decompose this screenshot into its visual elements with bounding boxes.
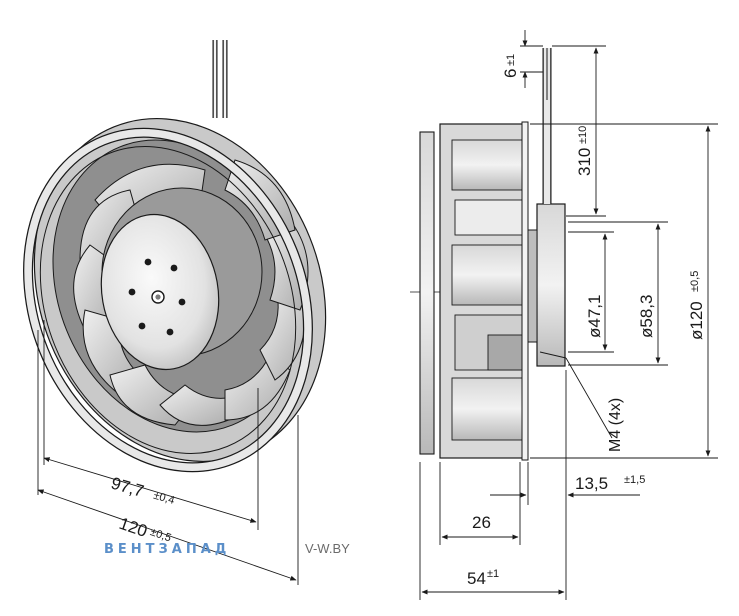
fan-cable bbox=[212, 40, 228, 118]
dim-mount-offset-value: 13,5 bbox=[575, 474, 608, 493]
watermark-brand: ВЕНТЗАПАД bbox=[104, 542, 230, 557]
dim-cable-strip-value: 6 bbox=[501, 69, 520, 78]
dim-cable-strip-tol: ±1 bbox=[505, 54, 517, 66]
dim-bolt-circle-2: ø58,3 bbox=[637, 295, 656, 338]
dim-hub-width: 26 bbox=[472, 513, 491, 532]
dim-side-diameter-tol: ±0,5 bbox=[689, 271, 701, 292]
dim-bolt-circle-1: ø47,1 bbox=[585, 295, 604, 338]
dim-side-diameter: ø120 ±0,5 bbox=[687, 271, 706, 340]
dim-cable-length: 310 ±10 bbox=[575, 126, 594, 176]
dim-inner-diameter-value: 97,7 bbox=[109, 474, 146, 501]
dim-cable-length-tol: ±10 bbox=[577, 126, 589, 144]
side-front-flange bbox=[419, 131, 435, 455]
dim-inner-diameter: 97,7 ±0,4 bbox=[109, 474, 176, 507]
dim-thread: M4 (4x) bbox=[607, 398, 624, 452]
dim-mount-offset: 13,5 ±1,5 bbox=[575, 474, 645, 493]
dim-bolt-circle-1-value: ø47,1 bbox=[585, 295, 604, 338]
dim-inner-diameter-tol: ±0,4 bbox=[152, 490, 176, 507]
fan-side-view bbox=[410, 48, 566, 461]
dim-bolt-circle-2-value: ø58,3 bbox=[637, 295, 656, 338]
dim-cable-length-value: 310 bbox=[575, 148, 594, 176]
fan-perspective-view bbox=[23, 40, 327, 473]
right-dimensions bbox=[419, 30, 718, 600]
dim-outer-diameter-value: 120 bbox=[117, 514, 150, 541]
dim-total-depth-value: 54 bbox=[467, 569, 486, 588]
dim-total-depth-tol: ±1 bbox=[487, 568, 499, 580]
dim-thread-value: M4 (4x) bbox=[607, 398, 624, 452]
dim-cable-strip: 6 ±1 bbox=[501, 54, 520, 78]
watermark-site: V-W.BY bbox=[305, 541, 350, 556]
hub-mount-holes bbox=[128, 258, 186, 336]
dim-mount-offset-tol: ±1,5 bbox=[624, 474, 645, 486]
side-motor bbox=[536, 203, 566, 367]
watermark: ВЕНТЗАПАД V-W.BY bbox=[104, 541, 350, 557]
left-dimensions bbox=[37, 320, 299, 585]
dim-total-depth: 54 ±1 bbox=[467, 568, 499, 588]
dim-side-diameter-value: ø120 bbox=[687, 301, 706, 340]
